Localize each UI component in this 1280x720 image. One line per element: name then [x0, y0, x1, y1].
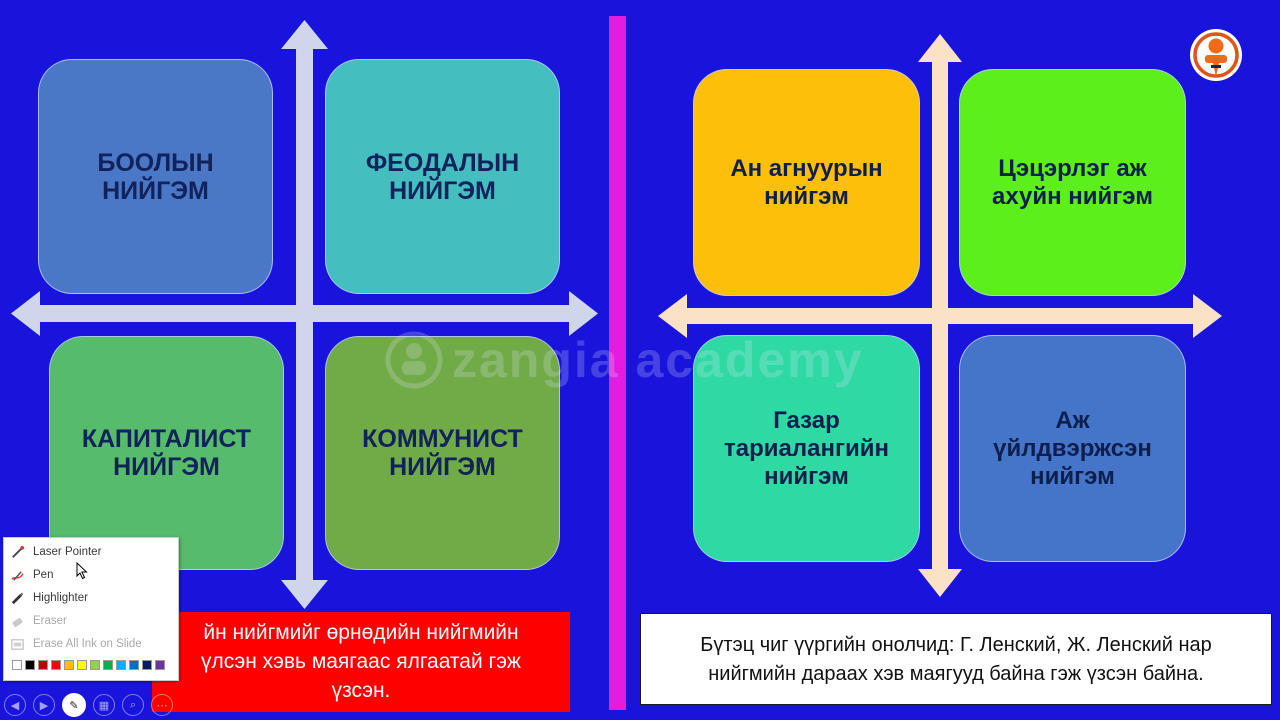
pointer-options-menu: Laser Pointer Pen Highlighter Eraser Era…	[3, 537, 179, 681]
watermark-logo-icon	[385, 331, 443, 389]
ink-color-swatch[interactable]	[12, 660, 22, 670]
right-left-arrowhead	[658, 294, 687, 338]
divider-bar	[609, 16, 626, 710]
box-communist-society: КОММУНИСТ НИЙГЭМ	[325, 336, 560, 570]
box-label: Газар тариалангийн нийгэм	[724, 406, 889, 490]
previous-icon: ◀	[10, 699, 20, 712]
box-label: Ан агнуурын нийгэм	[730, 154, 883, 210]
menu-item-pen[interactable]: Pen	[10, 565, 53, 585]
right-up-arrowhead	[918, 34, 962, 62]
left-down-arrowhead	[281, 580, 328, 609]
watermark: zangia academy	[384, 330, 864, 390]
ink-color-swatch[interactable]	[64, 660, 74, 670]
menu-item-highlighter[interactable]: Highlighter	[10, 588, 88, 608]
ink-color-swatch[interactable]	[51, 660, 61, 670]
zoom-button[interactable]: ⌕	[122, 694, 144, 716]
menu-item-laser-pointer[interactable]: Laser Pointer	[10, 542, 101, 562]
red-caption: йн нийгмийг өрнөдийн нийгмийн үлсэн хэвь…	[152, 612, 570, 712]
right-horizontal-arrow-shaft	[684, 308, 1196, 324]
box-capitalist-society: КАПИТАЛИСТ НИЙГЭМ	[49, 336, 284, 570]
left-axis-arrows	[11, 20, 598, 609]
box-label: БООЛЫН НИЙГЭМ	[97, 148, 214, 205]
mouse-cursor-icon	[76, 562, 88, 580]
left-right-arrowhead	[569, 291, 598, 336]
box-horticultural-society: Цэцэрлэг аж ахуйн нийгэм	[959, 69, 1186, 296]
box-label: ФЕОДАЛЫН НИЙГЭМ	[365, 148, 520, 205]
ink-color-swatch[interactable]	[90, 660, 100, 670]
more-options-button[interactable]: ⋯	[151, 694, 173, 716]
next-button[interactable]: ▶	[33, 694, 55, 716]
ink-color-swatch[interactable]	[77, 660, 87, 670]
ink-color-swatch[interactable]	[116, 660, 126, 670]
menu-item-label: Laser Pointer	[33, 546, 102, 558]
menu-item-label: Pen	[33, 569, 54, 581]
box-industrial-society: Аж үйлдвэржсэн нийгэм	[959, 335, 1186, 562]
menu-item-erase-all-ink[interactable]: Erase All Ink on Slide	[10, 634, 142, 654]
ink-color-swatch[interactable]	[38, 660, 48, 670]
right-right-arrowhead	[1193, 294, 1222, 338]
ink-color-swatches	[12, 660, 165, 670]
menu-item-label: Erase All Ink on Slide	[33, 638, 142, 650]
box-label: КАПИТАЛИСТ НИЙГЭМ	[81, 425, 252, 481]
more-options-icon: ⋯	[156, 699, 168, 712]
ink-color-swatch[interactable]	[155, 660, 165, 670]
right-axis-arrows	[658, 34, 1222, 597]
ink-color-swatch[interactable]	[25, 660, 35, 670]
erase-all-icon	[11, 638, 24, 650]
slideshow-toolbar: ◀ ▶ ✎ ▦ ⌕ ⋯	[4, 692, 173, 718]
zoom-icon: ⌕	[129, 698, 137, 711]
box-feudal-society: ФЕОДАЛЫН НИЙГЭМ	[325, 59, 560, 294]
see-all-slides-button[interactable]: ▦	[93, 694, 115, 716]
right-down-arrowhead	[918, 569, 962, 597]
watermark-text: zangia academy	[452, 332, 864, 388]
left-left-arrowhead	[11, 291, 40, 336]
box-label: Цэцэрлэг аж ахуйн нийгэм	[992, 154, 1153, 210]
pen-icon	[11, 570, 24, 581]
menu-item-eraser[interactable]: Eraser	[10, 611, 67, 631]
box-label: Аж үйлдвэржсэн нийгэм	[993, 406, 1152, 490]
box-agrarian-society: Газар тариалангийн нийгэм	[693, 335, 920, 562]
box-hunting-society: Ан агнуурын нийгэм	[693, 69, 920, 296]
previous-button[interactable]: ◀	[4, 694, 26, 716]
pen-tool-button[interactable]: ✎	[62, 693, 86, 717]
laser-pointer-icon	[12, 545, 25, 558]
white-caption: Бүтэц чиг үүргийн онолчид: Г. Ленский, Ж…	[640, 613, 1272, 705]
left-horizontal-arrow-shaft	[36, 305, 574, 322]
box-label: КОММУНИСТ НИЙГЭМ	[362, 425, 523, 481]
eraser-icon	[12, 617, 23, 627]
next-icon: ▶	[39, 699, 49, 712]
left-up-arrowhead	[281, 20, 328, 49]
pen-tool-icon: ✎	[69, 699, 79, 712]
zangia-logo-icon	[1190, 29, 1242, 81]
menu-item-label: Eraser	[33, 615, 67, 627]
box-slave-society: БООЛЫН НИЙГЭМ	[38, 59, 273, 294]
see-all-slides-icon: ▦	[98, 699, 110, 712]
ink-color-swatch[interactable]	[142, 660, 152, 670]
highlighter-icon	[11, 592, 24, 604]
ink-color-swatch[interactable]	[103, 660, 113, 670]
menu-item-label: Highlighter	[33, 592, 88, 604]
ink-color-swatch[interactable]	[129, 660, 139, 670]
